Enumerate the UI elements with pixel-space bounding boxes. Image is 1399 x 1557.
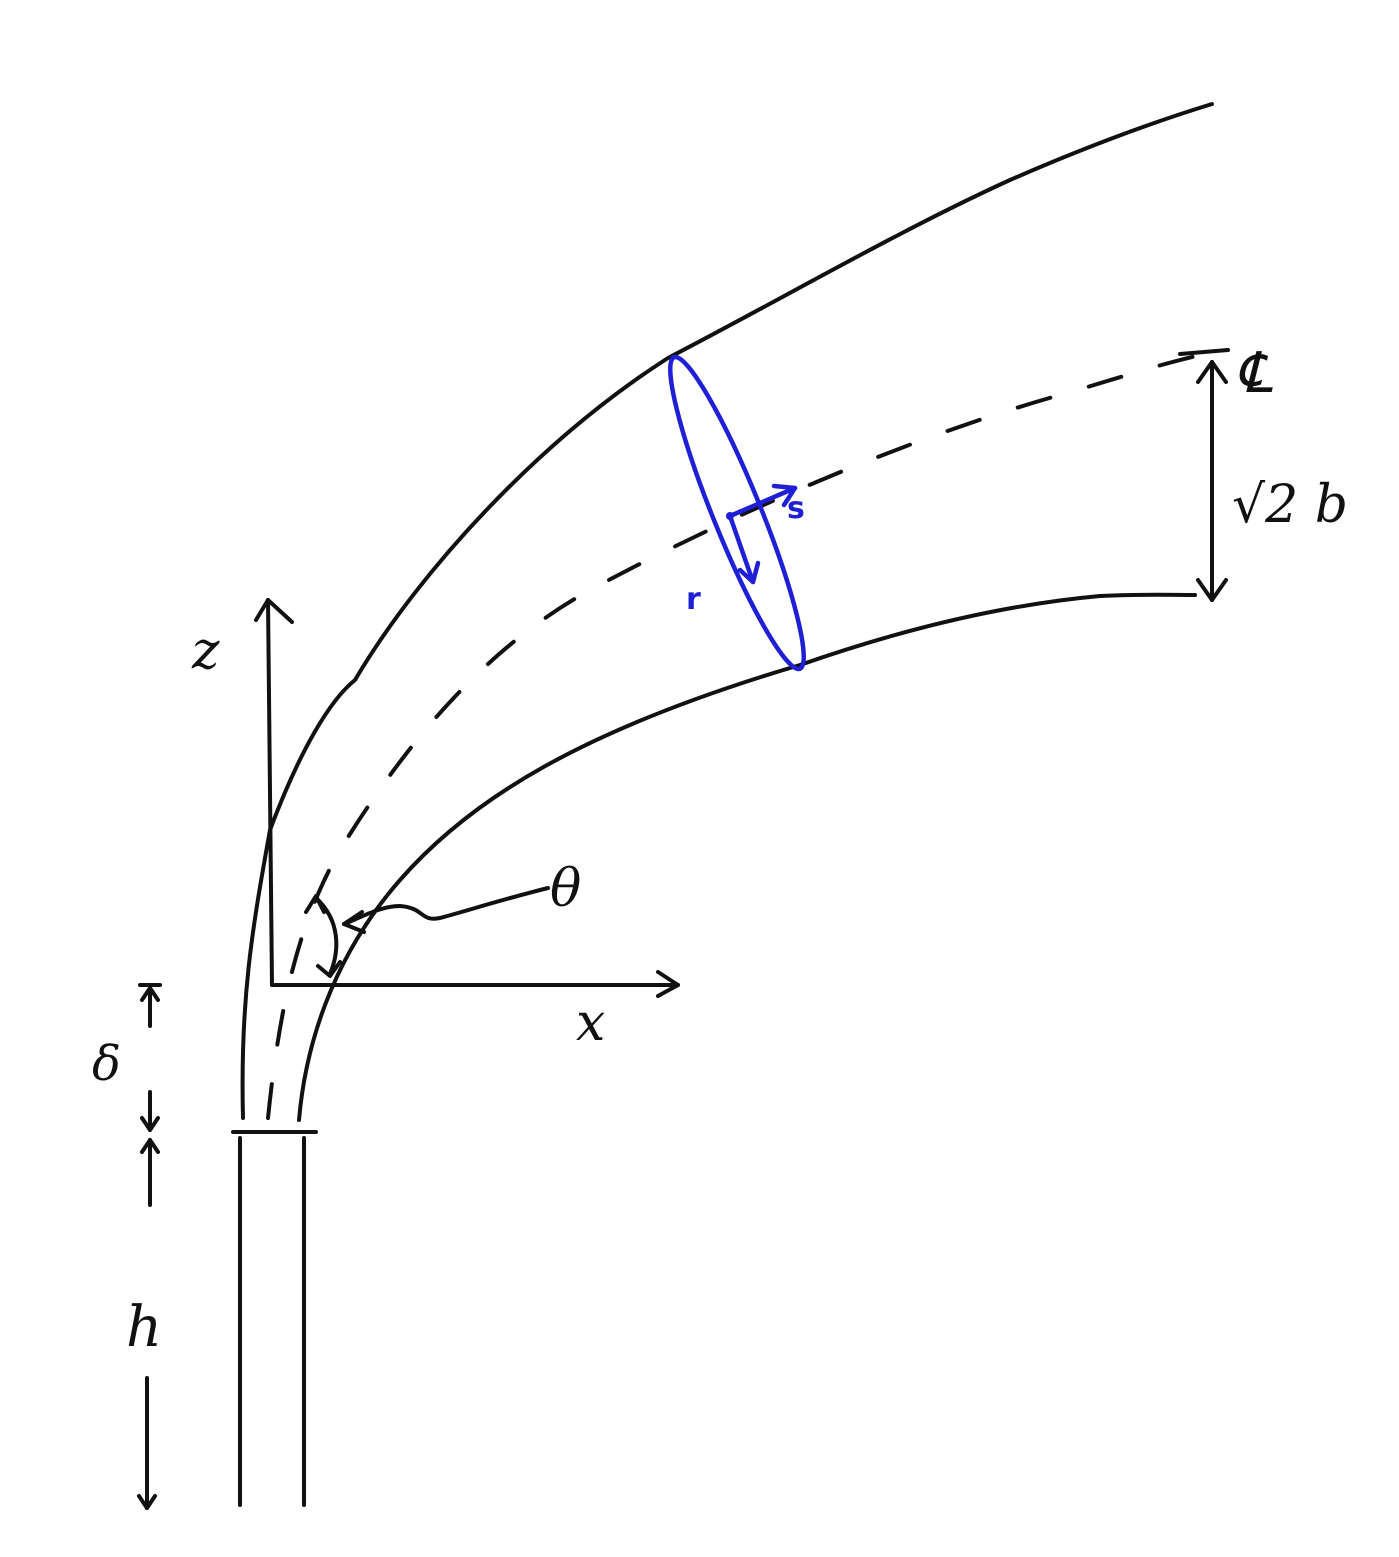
theta-leader bbox=[342, 886, 550, 926]
delta-arrow-down bbox=[140, 1116, 160, 1132]
r-label: r bbox=[686, 582, 701, 617]
delta-label: δ bbox=[92, 1036, 121, 1092]
s-axis bbox=[727, 485, 798, 519]
h-label: h bbox=[126, 1295, 162, 1360]
x-label: x bbox=[576, 993, 605, 1053]
theta-arc-arrow-bottom bbox=[316, 960, 342, 978]
plume-lower-boundary bbox=[297, 592, 1197, 1122]
r-arrow-head bbox=[737, 560, 761, 585]
z-axis-arrow bbox=[254, 598, 294, 624]
plume-upper-boundary bbox=[240, 102, 1214, 1120]
theta-leader-arrow bbox=[342, 910, 366, 934]
delta-dimension bbox=[138, 983, 162, 1132]
width-arrow-down bbox=[1196, 578, 1228, 602]
axes bbox=[254, 598, 680, 998]
h-arrow-up bbox=[140, 1138, 160, 1154]
r-axis bbox=[727, 513, 756, 585]
section-origin-dot bbox=[726, 512, 734, 520]
x-axis-arrow bbox=[656, 970, 680, 998]
width-arrow-up bbox=[1196, 360, 1228, 384]
s-label: s bbox=[787, 491, 805, 526]
delta-arrow-up bbox=[140, 986, 160, 1002]
s-arrow-head bbox=[771, 483, 798, 508]
theta-arc-arrow-top bbox=[304, 894, 326, 914]
theta-arc bbox=[314, 896, 339, 976]
h-arrow-down bbox=[137, 1494, 157, 1510]
theta-label: θ bbox=[550, 859, 581, 919]
width-top-tick bbox=[1178, 348, 1230, 356]
z-label: z bbox=[191, 621, 220, 681]
z-axis bbox=[266, 598, 274, 987]
h-dimension bbox=[137, 1138, 160, 1510]
stack bbox=[231, 1130, 318, 1507]
plume-centerline bbox=[266, 348, 1227, 1120]
width-dimension bbox=[1178, 348, 1230, 602]
cross-section bbox=[667, 354, 807, 672]
width-label: √2 b bbox=[1232, 475, 1348, 535]
theta-annotation bbox=[304, 886, 550, 978]
centerline-symbol: ℄ bbox=[1236, 341, 1273, 406]
